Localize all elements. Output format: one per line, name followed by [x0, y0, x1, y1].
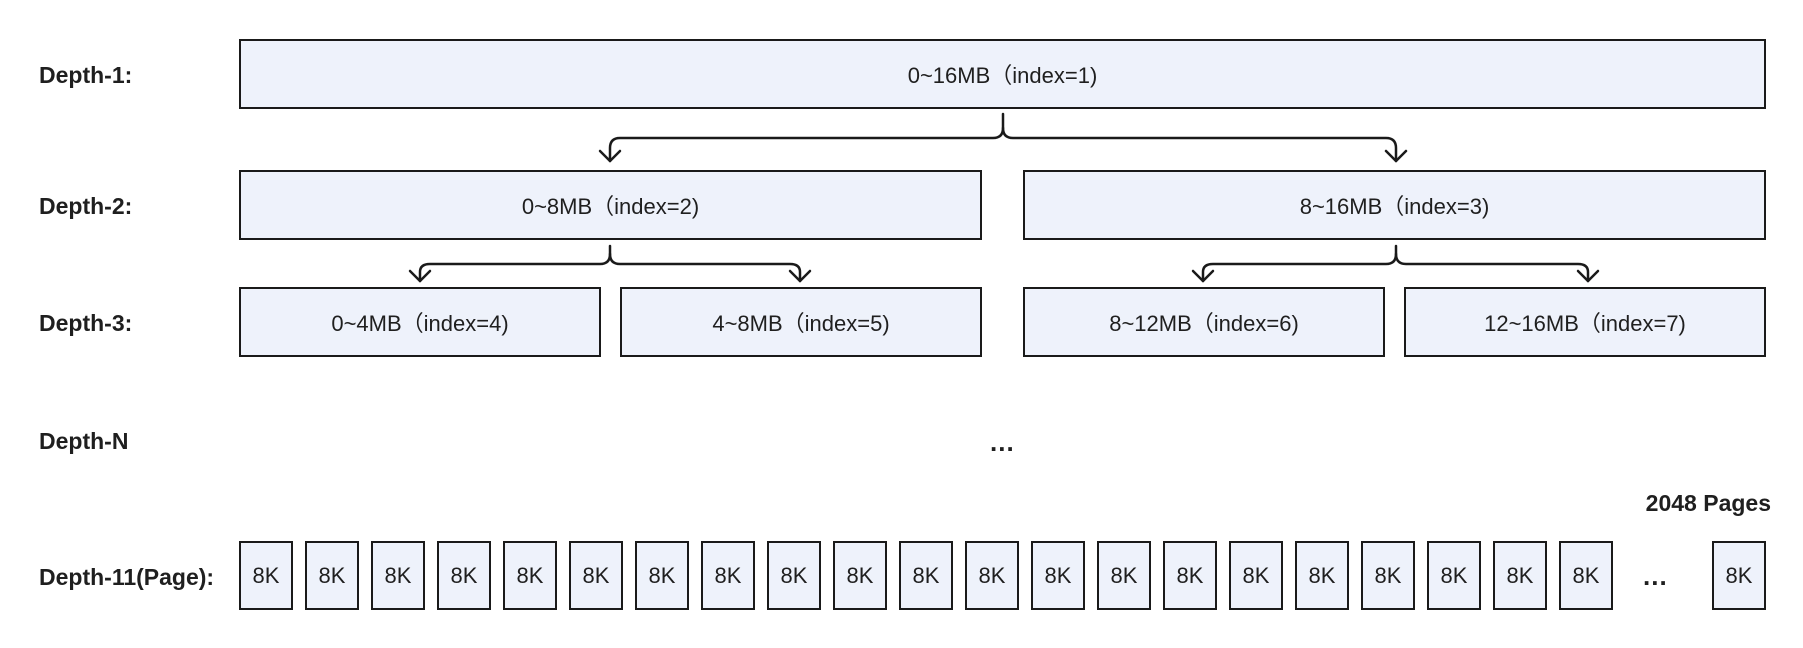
node-index-6: 8~12MB（index=6): [1023, 287, 1385, 357]
page-box: 8K: [371, 541, 425, 610]
page-ellipsis: ...: [1643, 561, 1668, 591]
page-box: 8K: [305, 541, 359, 610]
connector-d1-d2: [608, 112, 1005, 163]
page-box: 8K: [503, 541, 557, 610]
arrowhead-n5: [788, 269, 812, 283]
arrowhead-n6: [1191, 269, 1215, 283]
page-box: 8K: [965, 541, 1019, 610]
arrowhead-n4: [408, 269, 432, 283]
node-index-1: 0~16MB（index=1): [239, 39, 1766, 109]
node-index-7: 12~16MB（index=7): [1404, 287, 1766, 357]
connector-n2-children: [418, 244, 612, 283]
page-box: 8K: [635, 541, 689, 610]
page-box: 8K: [1163, 541, 1217, 610]
page-box: 8K: [767, 541, 821, 610]
arrowhead-n2: [598, 149, 622, 163]
depth-n-ellipsis: ...: [990, 427, 1015, 457]
page-box: 8K: [833, 541, 887, 610]
page-box: 8K: [569, 541, 623, 610]
page-box: 8K: [437, 541, 491, 610]
page-box: 8K: [1361, 541, 1415, 610]
page-box: 8K: [1295, 541, 1349, 610]
page-box: 8K: [239, 541, 293, 610]
page-box: 8K: [1031, 541, 1085, 610]
page-box-last: 8K: [1712, 541, 1766, 610]
arrowhead-n7: [1576, 269, 1600, 283]
connector-n3-children: [1201, 244, 1398, 283]
depth-3-label: Depth-3:: [39, 310, 133, 336]
page-box: 8K: [1229, 541, 1283, 610]
page-box: 8K: [1427, 541, 1481, 610]
arrowhead-n3: [1384, 149, 1408, 163]
pages-total-label: 2048 Pages: [1645, 490, 1771, 516]
node-index-3: 8~16MB（index=3): [1023, 170, 1766, 240]
page-box: 8K: [1559, 541, 1613, 610]
connector-d1-d2-right: [1001, 126, 1398, 163]
page-box: 8K: [1493, 541, 1547, 610]
depth-n-label: Depth-N: [39, 428, 129, 454]
node-index-5: 4~8MB（index=5): [620, 287, 982, 357]
depth-2-label: Depth-2:: [39, 193, 133, 219]
page-box: 8K: [701, 541, 755, 610]
node-index-4: 0~4MB（index=4): [239, 287, 601, 357]
page-box: 8K: [1097, 541, 1151, 610]
node-index-2: 0~8MB（index=2): [239, 170, 982, 240]
depth-1-label: Depth-1:: [39, 62, 133, 88]
depth-11-page-label: Depth-11(Page):: [39, 564, 215, 590]
page-box: 8K: [899, 541, 953, 610]
